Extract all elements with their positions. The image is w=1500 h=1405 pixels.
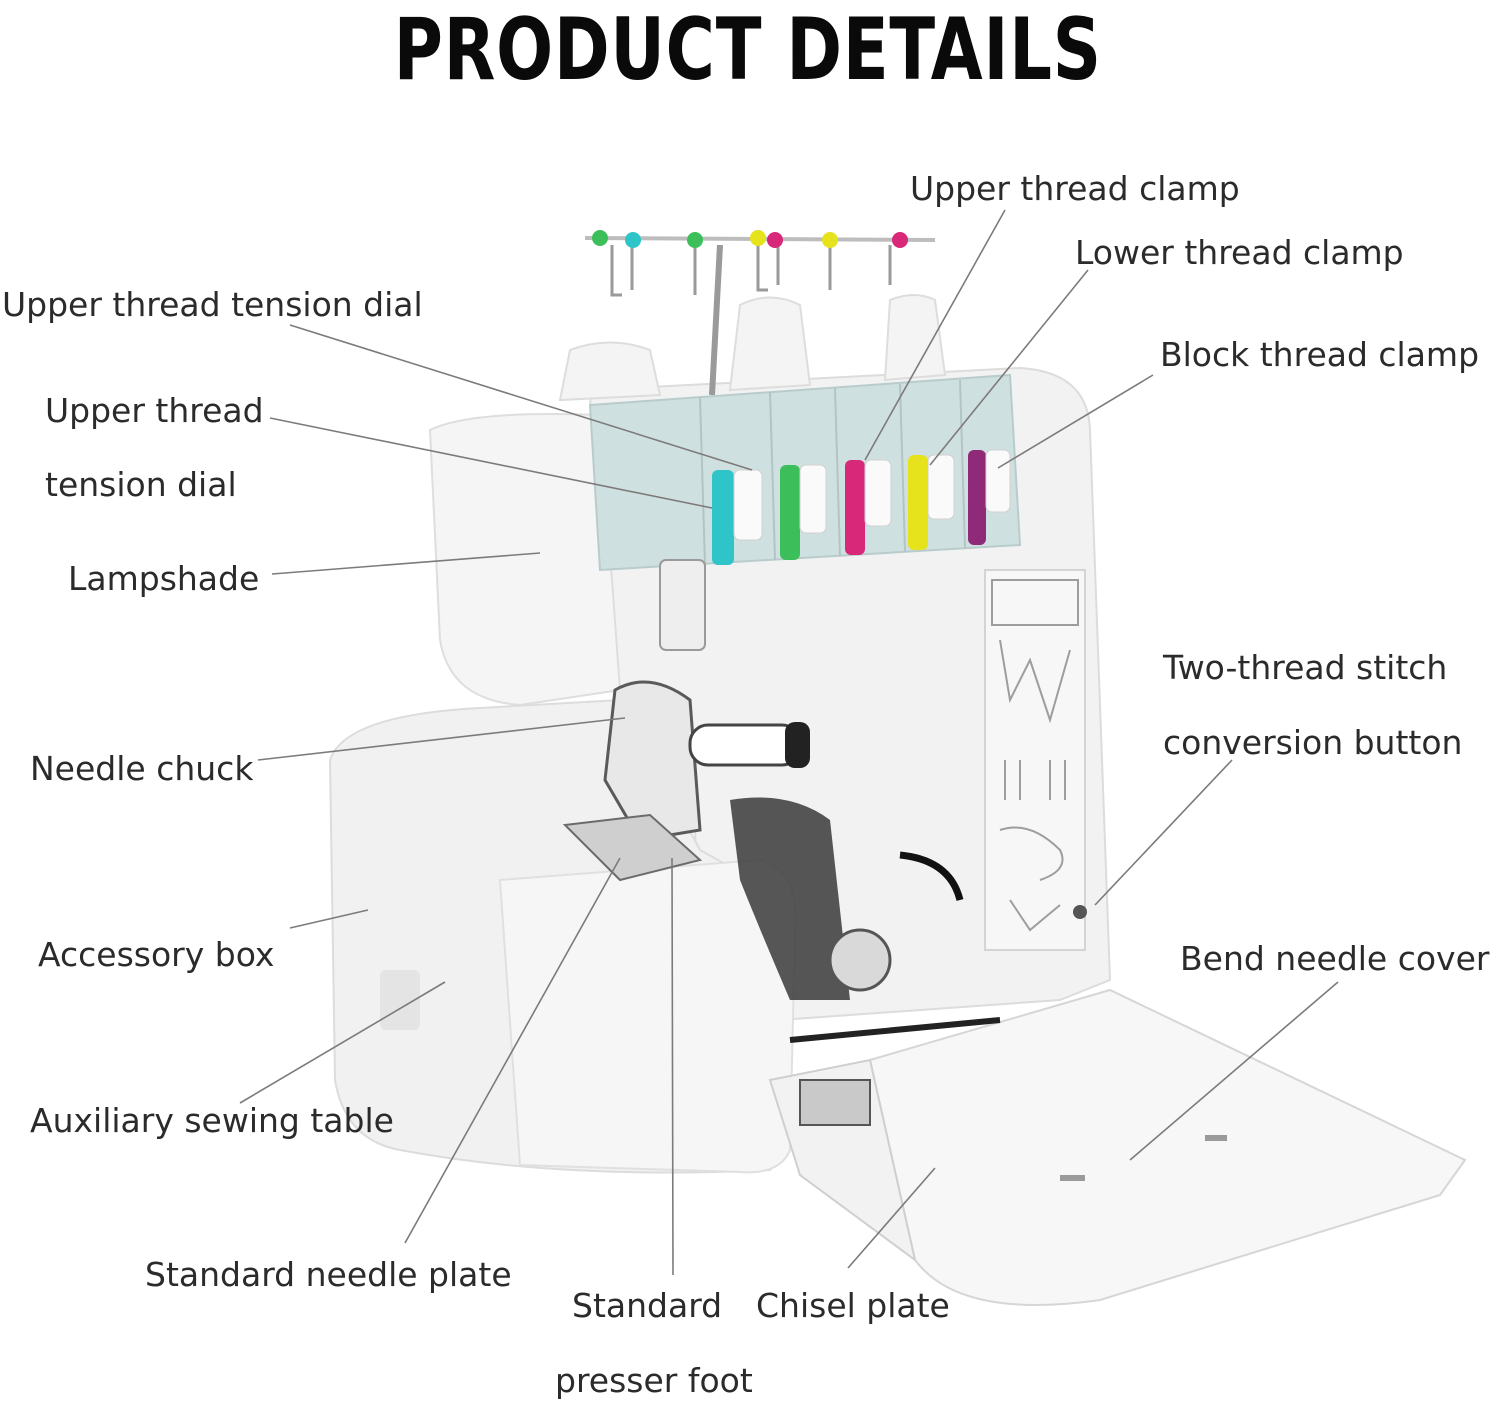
leader-accessory-box xyxy=(289,909,369,929)
label-needle-chuck: Needle chuck xyxy=(30,749,254,788)
leader-upper-thread-clamp xyxy=(864,209,1006,461)
label-two-thread-stitch-line1: Two-thread stitch xyxy=(1162,648,1447,687)
leader-standard-needle-plate xyxy=(404,857,621,1244)
leader-needle-chuck xyxy=(257,717,626,761)
label-accessory-box: Accessory box xyxy=(38,935,274,974)
thread-stand xyxy=(584,230,936,396)
leader-lampshade xyxy=(271,552,541,575)
label-two-thread-stitch-line2: conversion button xyxy=(1163,723,1462,762)
label-chisel-plate: Chisel plate xyxy=(756,1286,950,1325)
needle-mechanism xyxy=(562,559,964,1000)
leader-bend-needle-cover xyxy=(1129,981,1339,1161)
label-upper-thread-clamp: Upper thread clamp xyxy=(910,169,1240,208)
leader-block-thread-clamp xyxy=(997,374,1154,469)
leader-chisel-plate xyxy=(847,1167,936,1269)
bend-needle-cover-panel xyxy=(868,988,1467,1306)
threading-chart-panel xyxy=(984,569,1087,951)
label-standard-presser-foot-line2: presser foot xyxy=(555,1361,753,1400)
serger-machine-illustration xyxy=(328,230,1467,1306)
tension-dials xyxy=(712,449,1011,565)
label-upper-thread-tension-dial-2-line2: tension dial xyxy=(45,465,237,504)
label-bend-needle-cover: Bend needle cover xyxy=(1180,939,1490,978)
label-upper-thread-tension-dial-2-line1: Upper thread xyxy=(45,391,264,430)
label-auxiliary-sewing-table: Auxiliary sewing table xyxy=(30,1101,394,1140)
thread-cones xyxy=(558,294,947,402)
leader-upper-thread-tension-dial xyxy=(289,324,753,471)
label-lampshade: Lampshade xyxy=(68,559,259,598)
label-standard-presser-foot-line1: Standard xyxy=(572,1286,722,1325)
page-title: PRODUCT DETAILS xyxy=(393,0,1102,100)
leader-two-thread-stitch xyxy=(1094,759,1233,906)
leader-lines xyxy=(239,209,1339,1276)
leader-auxiliary-sewing-table xyxy=(239,981,446,1104)
label-standard-needle-plate: Standard needle plate xyxy=(145,1255,512,1294)
leader-lower-thread-clamp xyxy=(929,269,1089,466)
label-lower-thread-clamp: Lower thread clamp xyxy=(1075,233,1404,272)
label-block-thread-clamp: Block thread clamp xyxy=(1160,335,1479,374)
callout-labels: Upper thread clamp Lower thread clamp Bl… xyxy=(2,169,1490,1400)
label-upper-thread-tension-dial: Upper thread tension dial xyxy=(2,285,423,324)
leader-upper-thread-tension-dial-2 xyxy=(269,417,713,509)
leader-standard-presser-foot xyxy=(671,857,674,1276)
